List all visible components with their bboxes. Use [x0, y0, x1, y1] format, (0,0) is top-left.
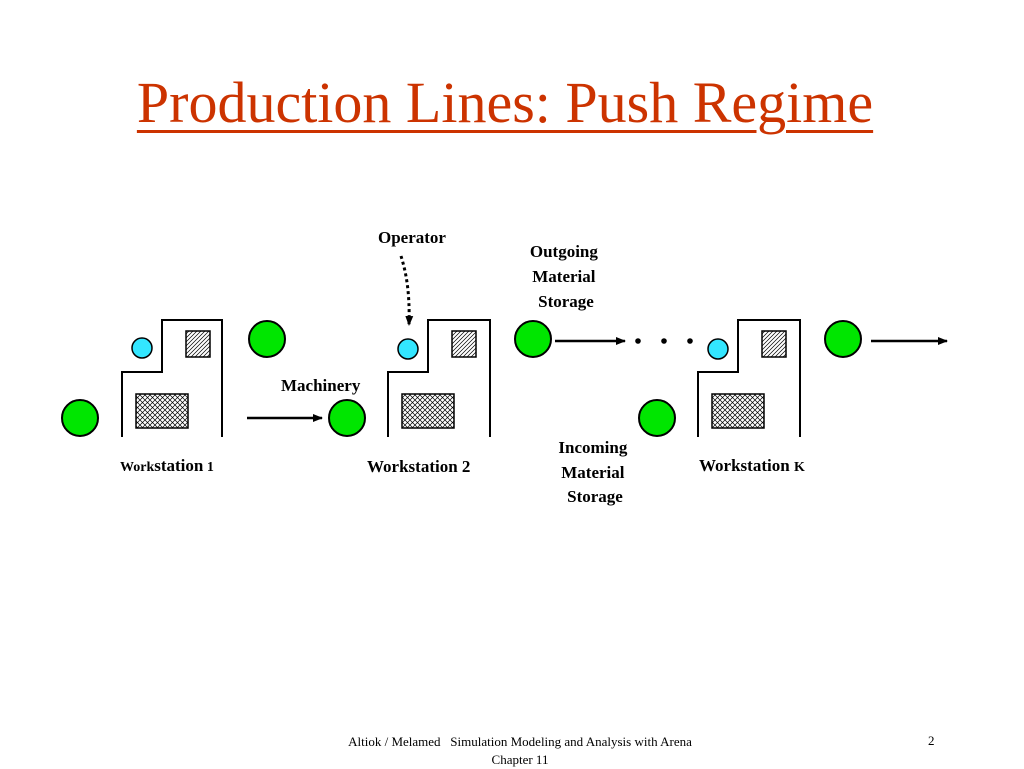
- workstation-k-frame: [697, 319, 801, 437]
- outgoing-storage-1: [248, 320, 286, 358]
- workstation-1-label: Workstation 1: [120, 456, 214, 475]
- outgoing-storage-2: [514, 320, 552, 358]
- incoming-storage-label: Incoming Material Storage: [558, 438, 631, 506]
- workstation-2-machine: [451, 330, 477, 358]
- footer-credit-line1: Altiok / Melamed Simulation Modeling and…: [348, 734, 692, 749]
- outgoing-storage-label: Outgoing Material Storage: [530, 242, 602, 311]
- workstation-2-frame: [387, 319, 491, 437]
- workstation-k-buffer: [711, 393, 765, 429]
- footer-credit-line2: Chapter 11: [491, 752, 549, 767]
- workstation-k: [697, 319, 801, 437]
- machinery-label: Machinery: [281, 376, 361, 395]
- operator-2: [397, 338, 419, 360]
- operator-k: [707, 338, 729, 360]
- operator-pointer: [399, 255, 414, 326]
- operator-1: [131, 337, 153, 359]
- workstation-1-frame: [121, 319, 223, 437]
- footer-credit: Altiok / Melamed Simulation Modeling and…: [300, 733, 740, 769]
- incoming-storage-2: [328, 399, 366, 437]
- incoming-storage-1: [61, 399, 99, 437]
- ellipsis: [635, 338, 693, 344]
- outgoing-storage-k: [824, 320, 862, 358]
- incoming-storage-k: [638, 399, 676, 437]
- workstation-2-buffer: [401, 393, 455, 429]
- page-number: 2: [928, 733, 935, 748]
- workstation-1-buffer: [135, 393, 189, 429]
- workstation-2: [387, 319, 491, 437]
- workstation-1: [121, 319, 223, 437]
- operator-label: Operator: [378, 228, 446, 247]
- workstation-2-label: Workstation 2: [367, 457, 470, 476]
- workstation-k-label: Workstation K: [699, 456, 805, 475]
- workstation-1-machine: [185, 330, 211, 358]
- slide-title: Production Lines: Push Regime: [136, 70, 874, 135]
- workstation-k-machine: [761, 330, 787, 358]
